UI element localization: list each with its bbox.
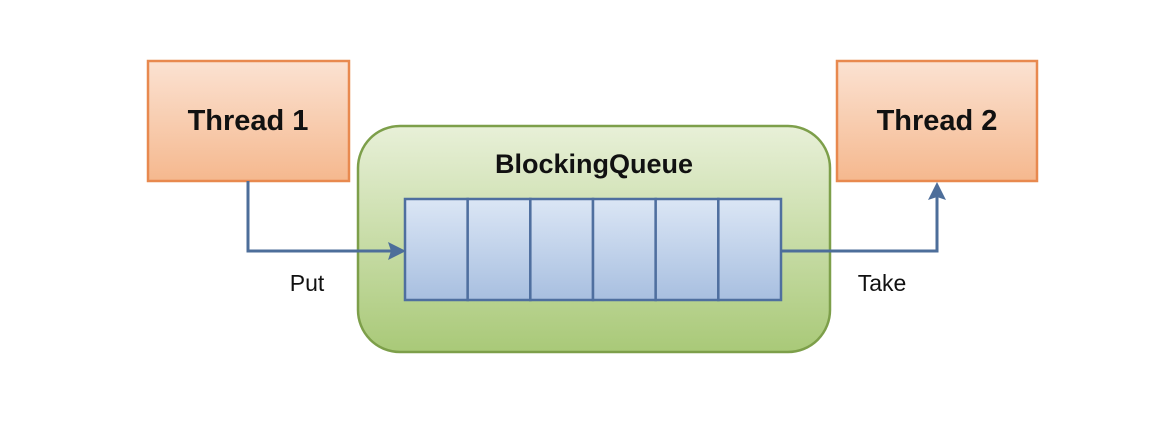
thread1-node: Thread 1	[146, 59, 351, 183]
thread2-box	[835, 59, 1039, 183]
queue-slot	[654, 197, 720, 302]
take-edge: Take	[781, 182, 946, 296]
queue-slot	[403, 197, 469, 302]
take-arrow-head	[928, 182, 946, 200]
thread2-label: Thread 2	[877, 105, 998, 137]
put-arrow-line	[246, 181, 392, 253]
put-edge: Put	[246, 181, 406, 296]
thread1-box	[146, 59, 351, 183]
put-label: Put	[290, 270, 325, 296]
thread2-node: Thread 2	[835, 59, 1039, 183]
queue-slot	[529, 197, 595, 302]
queue-slot	[717, 197, 783, 302]
queue-slot	[466, 197, 532, 302]
thread1-label: Thread 1	[188, 105, 309, 137]
put-arrow-head	[388, 242, 406, 260]
queue-slots	[403, 197, 783, 302]
queue-slot	[591, 197, 657, 302]
take-arrow-line	[781, 196, 939, 253]
take-label: Take	[858, 270, 907, 296]
queue-label: BlockingQueue	[495, 149, 693, 179]
queue-node: BlockingQueue	[356, 124, 832, 354]
